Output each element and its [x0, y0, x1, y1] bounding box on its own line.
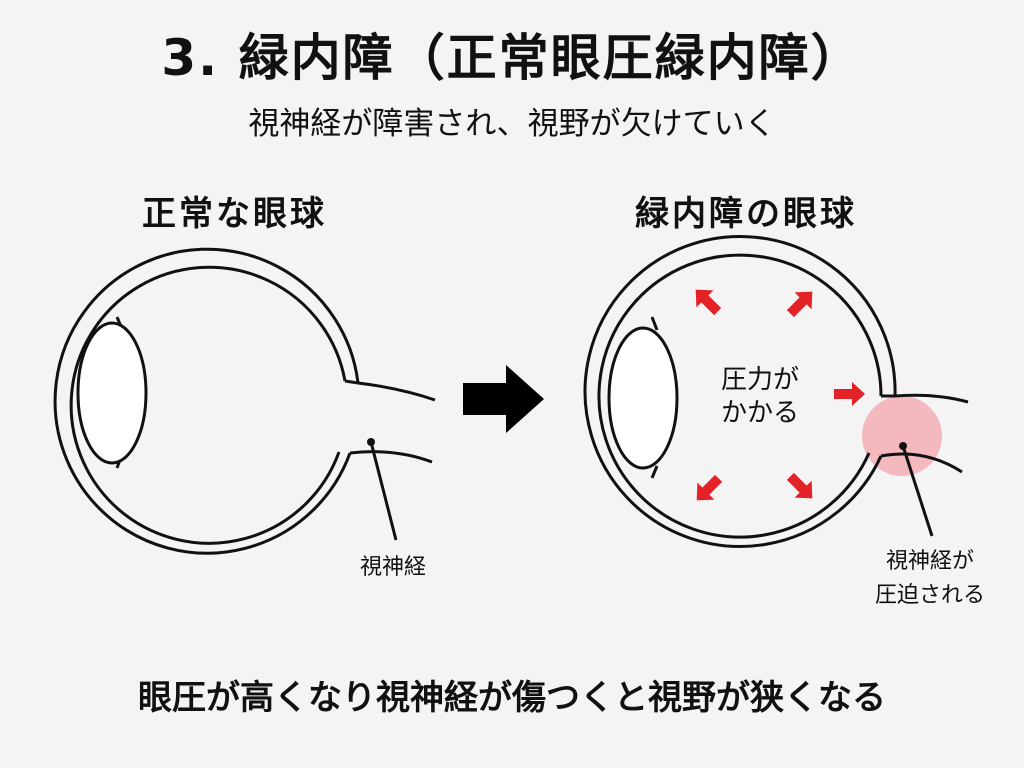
pressure-arrow-down-right — [786, 472, 813, 499]
normal-eye-outer-wall — [53, 247, 360, 555]
normal-eye-heading: 正常な眼球 — [142, 194, 327, 234]
pressure-label-line2: かかる — [721, 398, 799, 428]
pressure-arrow-down-left — [696, 474, 723, 501]
normal-lens — [76, 321, 148, 465]
normal-optic-nerve-lower — [349, 450, 433, 464]
glaucoma-optic-nerve-lower — [880, 452, 963, 474]
normal-nerve-leader — [369, 441, 398, 541]
optic-nerve-highlight — [862, 396, 942, 476]
glaucoma-eye-inner-wall — [597, 253, 883, 539]
pressure-label-line1: 圧力が — [721, 365, 799, 395]
bottom-caption: 眼圧が高くなり視神経が傷つくと視野が狭くなる — [138, 678, 886, 718]
glaucoma-eyeball — [583, 234, 969, 548]
pressure-arrow-right — [834, 382, 865, 406]
pressure-arrow-up-right — [786, 291, 813, 318]
pressure-arrows — [695, 289, 865, 501]
glaucoma-optic-nerve-upper — [894, 393, 969, 404]
normal-nerve-label: 視神経 — [360, 555, 426, 580]
normal-eye-inner-wall — [69, 265, 347, 545]
pressure-arrow-up-left — [695, 289, 722, 316]
glaucoma-eye-outer-wall — [583, 234, 897, 548]
glaucoma-eye-heading: 緑内障の眼球 — [635, 194, 857, 234]
glaucoma-nerve-label-line1: 視神経が — [886, 549, 974, 574]
transition-arrow — [463, 365, 544, 433]
page-title: 3. 緑内障（正常眼圧緑内障） — [161, 29, 863, 87]
glaucoma-lens — [607, 326, 679, 470]
normal-optic-nerve-upper — [357, 381, 436, 402]
glaucoma-nerve-leader — [901, 445, 934, 537]
glaucoma-nerve-label-line2: 圧迫される — [875, 583, 985, 608]
page-subtitle: 視神経が障害され、視野が欠けていく — [248, 106, 776, 142]
